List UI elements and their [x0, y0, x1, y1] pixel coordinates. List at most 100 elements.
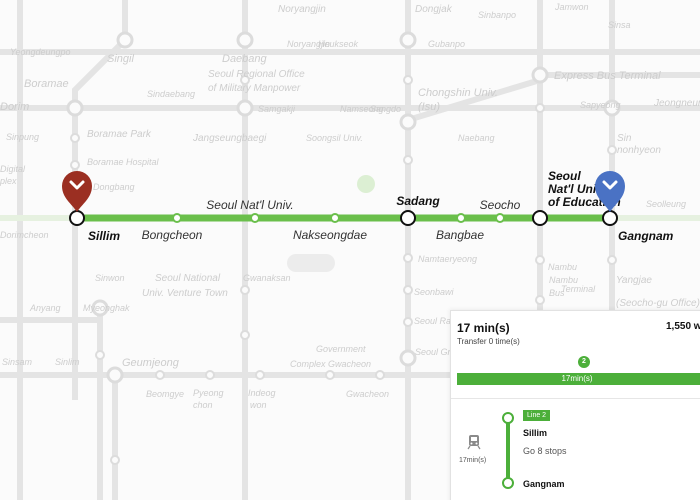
route-stop-dot[interactable]: [330, 213, 340, 223]
bg-station-label: Sinpung: [6, 132, 39, 142]
route-station-label: Seocho: [480, 198, 521, 212]
bg-station-label: won: [250, 400, 267, 410]
bg-station-label: Noryangjin: [287, 39, 330, 49]
bg-station-label: Sinwon: [95, 273, 125, 283]
route-station-label: Nakseongdae: [293, 228, 367, 242]
bg-station-label: Chongshin Univ.: [418, 87, 498, 99]
bg-small-station-9: [607, 145, 617, 155]
bg-station-label: Univ. Venture Town: [142, 288, 228, 299]
bg-station-label: Heukseok: [318, 39, 359, 49]
bg-small-station-0: [70, 133, 80, 143]
route-station-circle[interactable]: [532, 210, 548, 226]
bg-station-label: Gubanpo: [428, 39, 465, 49]
bg-station-label: Jamwon: [554, 2, 589, 12]
bg-station-label: chon: [193, 400, 213, 410]
origin-dot: [502, 412, 514, 424]
bg-station-label: Sapyeong: [580, 100, 621, 110]
bg-station-label: Anyang: [29, 303, 61, 313]
route-station-label: Gangnam: [618, 229, 674, 243]
bg-small-station-8: [535, 295, 545, 305]
bg-station-9: [106, 366, 124, 384]
bg-station-label: Sindaebang: [147, 89, 195, 99]
bg-station-label: Pyeong: [193, 388, 224, 398]
route-station-circle[interactable]: [69, 210, 85, 226]
bg-station-label: Nambu: [549, 275, 578, 285]
bg-small-station-20: [325, 370, 335, 380]
bg-small-station-21: [375, 370, 385, 380]
train-icon: [467, 435, 481, 450]
bg-station-label: of Military Manpower: [208, 83, 301, 94]
route-station-circle[interactable]: [602, 210, 618, 226]
route-stop-dot[interactable]: [250, 213, 260, 223]
bg-station-label: Soongsil Univ.: [306, 133, 363, 143]
bg-station-label: Yangjae: [616, 275, 652, 286]
bg-small-station-6: [535, 103, 545, 113]
route-station-label: Bangbae: [436, 228, 484, 242]
bg-small-station-15: [240, 330, 250, 340]
bg-station-label: Boramae Park: [87, 129, 152, 140]
route-stop-dot[interactable]: [172, 213, 182, 223]
bg-station-label: Singil: [107, 53, 134, 65]
route-vertical-line: [506, 417, 510, 481]
bg-station-5: [399, 113, 417, 131]
destination-station[interactable]: Gangnam: [523, 479, 565, 489]
bg-station-label: Daebang: [222, 53, 268, 65]
bg-small-station-3: [240, 75, 250, 85]
bg-small-station-16: [95, 350, 105, 360]
bg-station-7: [603, 99, 621, 117]
bg-station-label: Sinlim: [55, 357, 80, 367]
destination-marker-icon[interactable]: [595, 171, 625, 212]
bg-station-label: Seoul National: [155, 273, 221, 284]
bg-station-label: Sinsa: [608, 20, 631, 30]
bg-station-label: Sin: [617, 133, 632, 144]
bg-station-label: Terminal: [561, 284, 596, 294]
bg-small-station-5: [403, 155, 413, 165]
background-stations: [66, 31, 621, 465]
bg-station-4: [236, 99, 254, 117]
bg-small-station-17: [155, 370, 165, 380]
bg-station-10: [399, 349, 417, 367]
route-station-circle[interactable]: [400, 210, 416, 226]
bg-station-label: nonhyeon: [617, 145, 661, 156]
bg-station-label: Beomgye: [146, 389, 184, 399]
bg-station-label: Express Bus Terminal: [554, 70, 661, 82]
bg-station-label: Geumjeong: [122, 357, 180, 369]
origin-station[interactable]: Sillim: [523, 428, 548, 438]
bg-station-label: Dongbang: [93, 182, 135, 192]
bg-station-label: Indeog: [248, 388, 276, 398]
bg-station-label: Boramae: [24, 78, 69, 90]
bg-station-label: (Isu): [418, 101, 440, 113]
route-summary-panel: 17 min(s) 1,550 wo Transfer 0 time(s) 2 …: [450, 310, 700, 500]
bg-station-1: [236, 31, 254, 49]
bg-station-label: Yeongdeungpo: [10, 47, 71, 57]
bg-station-0: [116, 31, 134, 49]
bg-small-station-4: [403, 75, 413, 85]
bg-station-label: plex: [0, 176, 17, 186]
bg-station-label: Boramae Hospital: [87, 157, 160, 167]
bg-station-label: Complex Gwacheon: [290, 359, 371, 369]
bg-small-station-7: [535, 255, 545, 265]
route-stop-dot[interactable]: [495, 213, 505, 223]
bg-station-label: Jangseungbaegi: [192, 133, 267, 144]
route-stop-dot[interactable]: [456, 213, 466, 223]
route-station-label: Seoul Nat'l Univ.: [206, 198, 293, 212]
train-duration: 17min(s): [459, 457, 487, 464]
bg-station-2: [399, 31, 417, 49]
bg-station-label: Jeongneung: [653, 98, 700, 109]
bg-station-label: (Seocho-gu Office): [616, 298, 700, 309]
bg-station-label: Gwacheon: [346, 389, 389, 399]
bg-station-label: Gwanaksan: [243, 273, 291, 283]
bg-station-label: Nambu: [548, 262, 577, 272]
bg-station-label: Dongjak: [415, 4, 453, 15]
bg-station-label: Dorimcheon: [0, 230, 49, 240]
bg-small-station-12: [403, 285, 413, 295]
bg-line-badge-circle: [357, 175, 375, 193]
bg-station-label: Seoul Regional Office: [208, 69, 305, 80]
origin-marker-icon[interactable]: [62, 171, 92, 212]
bg-station-label: Myeonghak: [83, 303, 130, 313]
bg-small-station-22: [110, 455, 120, 465]
